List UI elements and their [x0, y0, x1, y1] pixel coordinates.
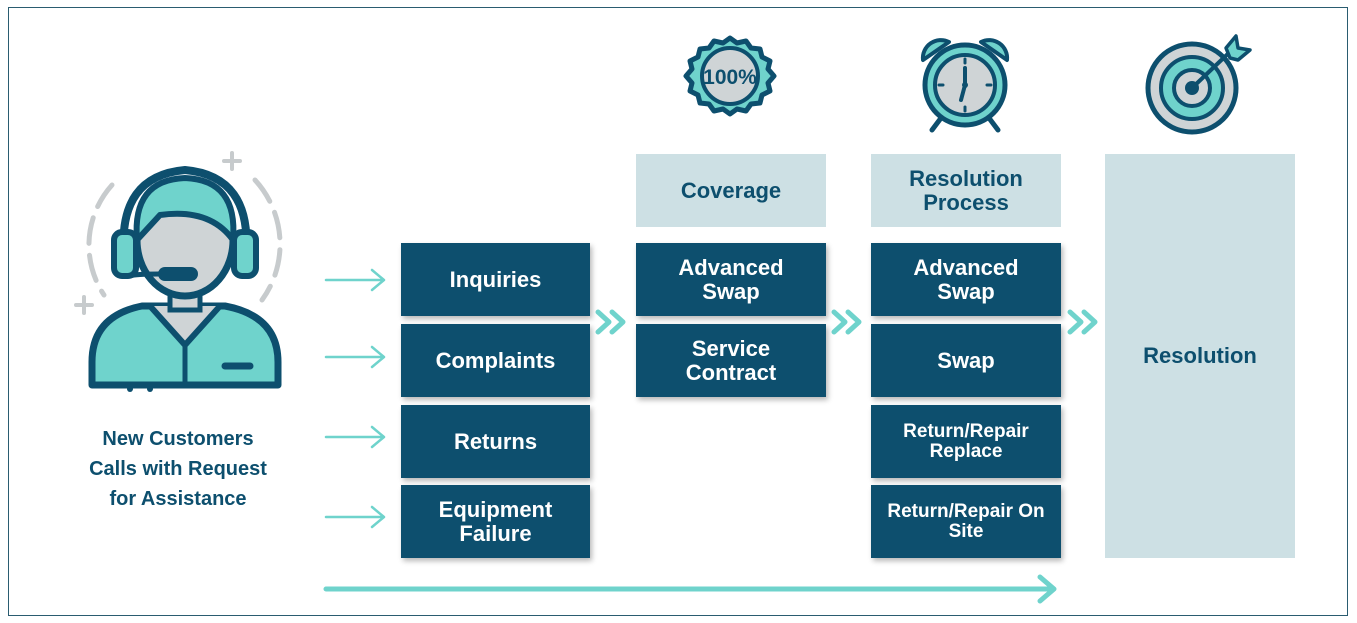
process-box-return-repair-replace: Return/Repair Replace [871, 405, 1061, 478]
target-icon [1145, 34, 1252, 135]
coverage-header: Coverage [636, 154, 826, 227]
badge-label: 100% [703, 66, 757, 89]
alarm-clock-icon [920, 38, 1010, 133]
process-box-advanced-swap: Advanced Swap [871, 243, 1061, 316]
coverage-box-advanced-swap: Advanced Swap [636, 243, 826, 316]
request-box-inquiries: Inquiries [401, 243, 590, 316]
request-box-returns: Returns [401, 405, 590, 478]
diagram-frame [8, 7, 1348, 616]
agent-caption: New Customers Calls with Request for Ass… [70, 424, 286, 514]
resolution-panel: Resolution [1105, 154, 1295, 558]
agent-caption-line: New Customers [102, 428, 254, 450]
guarantee-badge-icon: 100% [683, 35, 777, 117]
process-box-return-repair-on-site: Return/Repair On Site [871, 485, 1061, 558]
request-box-complaints: Complaints [401, 324, 590, 397]
resolution-process-header: Resolution Process [871, 154, 1061, 227]
coverage-box-service-contract: Service Contract [636, 324, 826, 397]
agent-caption-line: for Assistance [109, 488, 247, 510]
agent-caption-line: Calls with Request [89, 458, 267, 480]
request-box-equipment-failure: Equipment Failure [401, 485, 590, 558]
process-box-swap: Swap [871, 324, 1061, 397]
